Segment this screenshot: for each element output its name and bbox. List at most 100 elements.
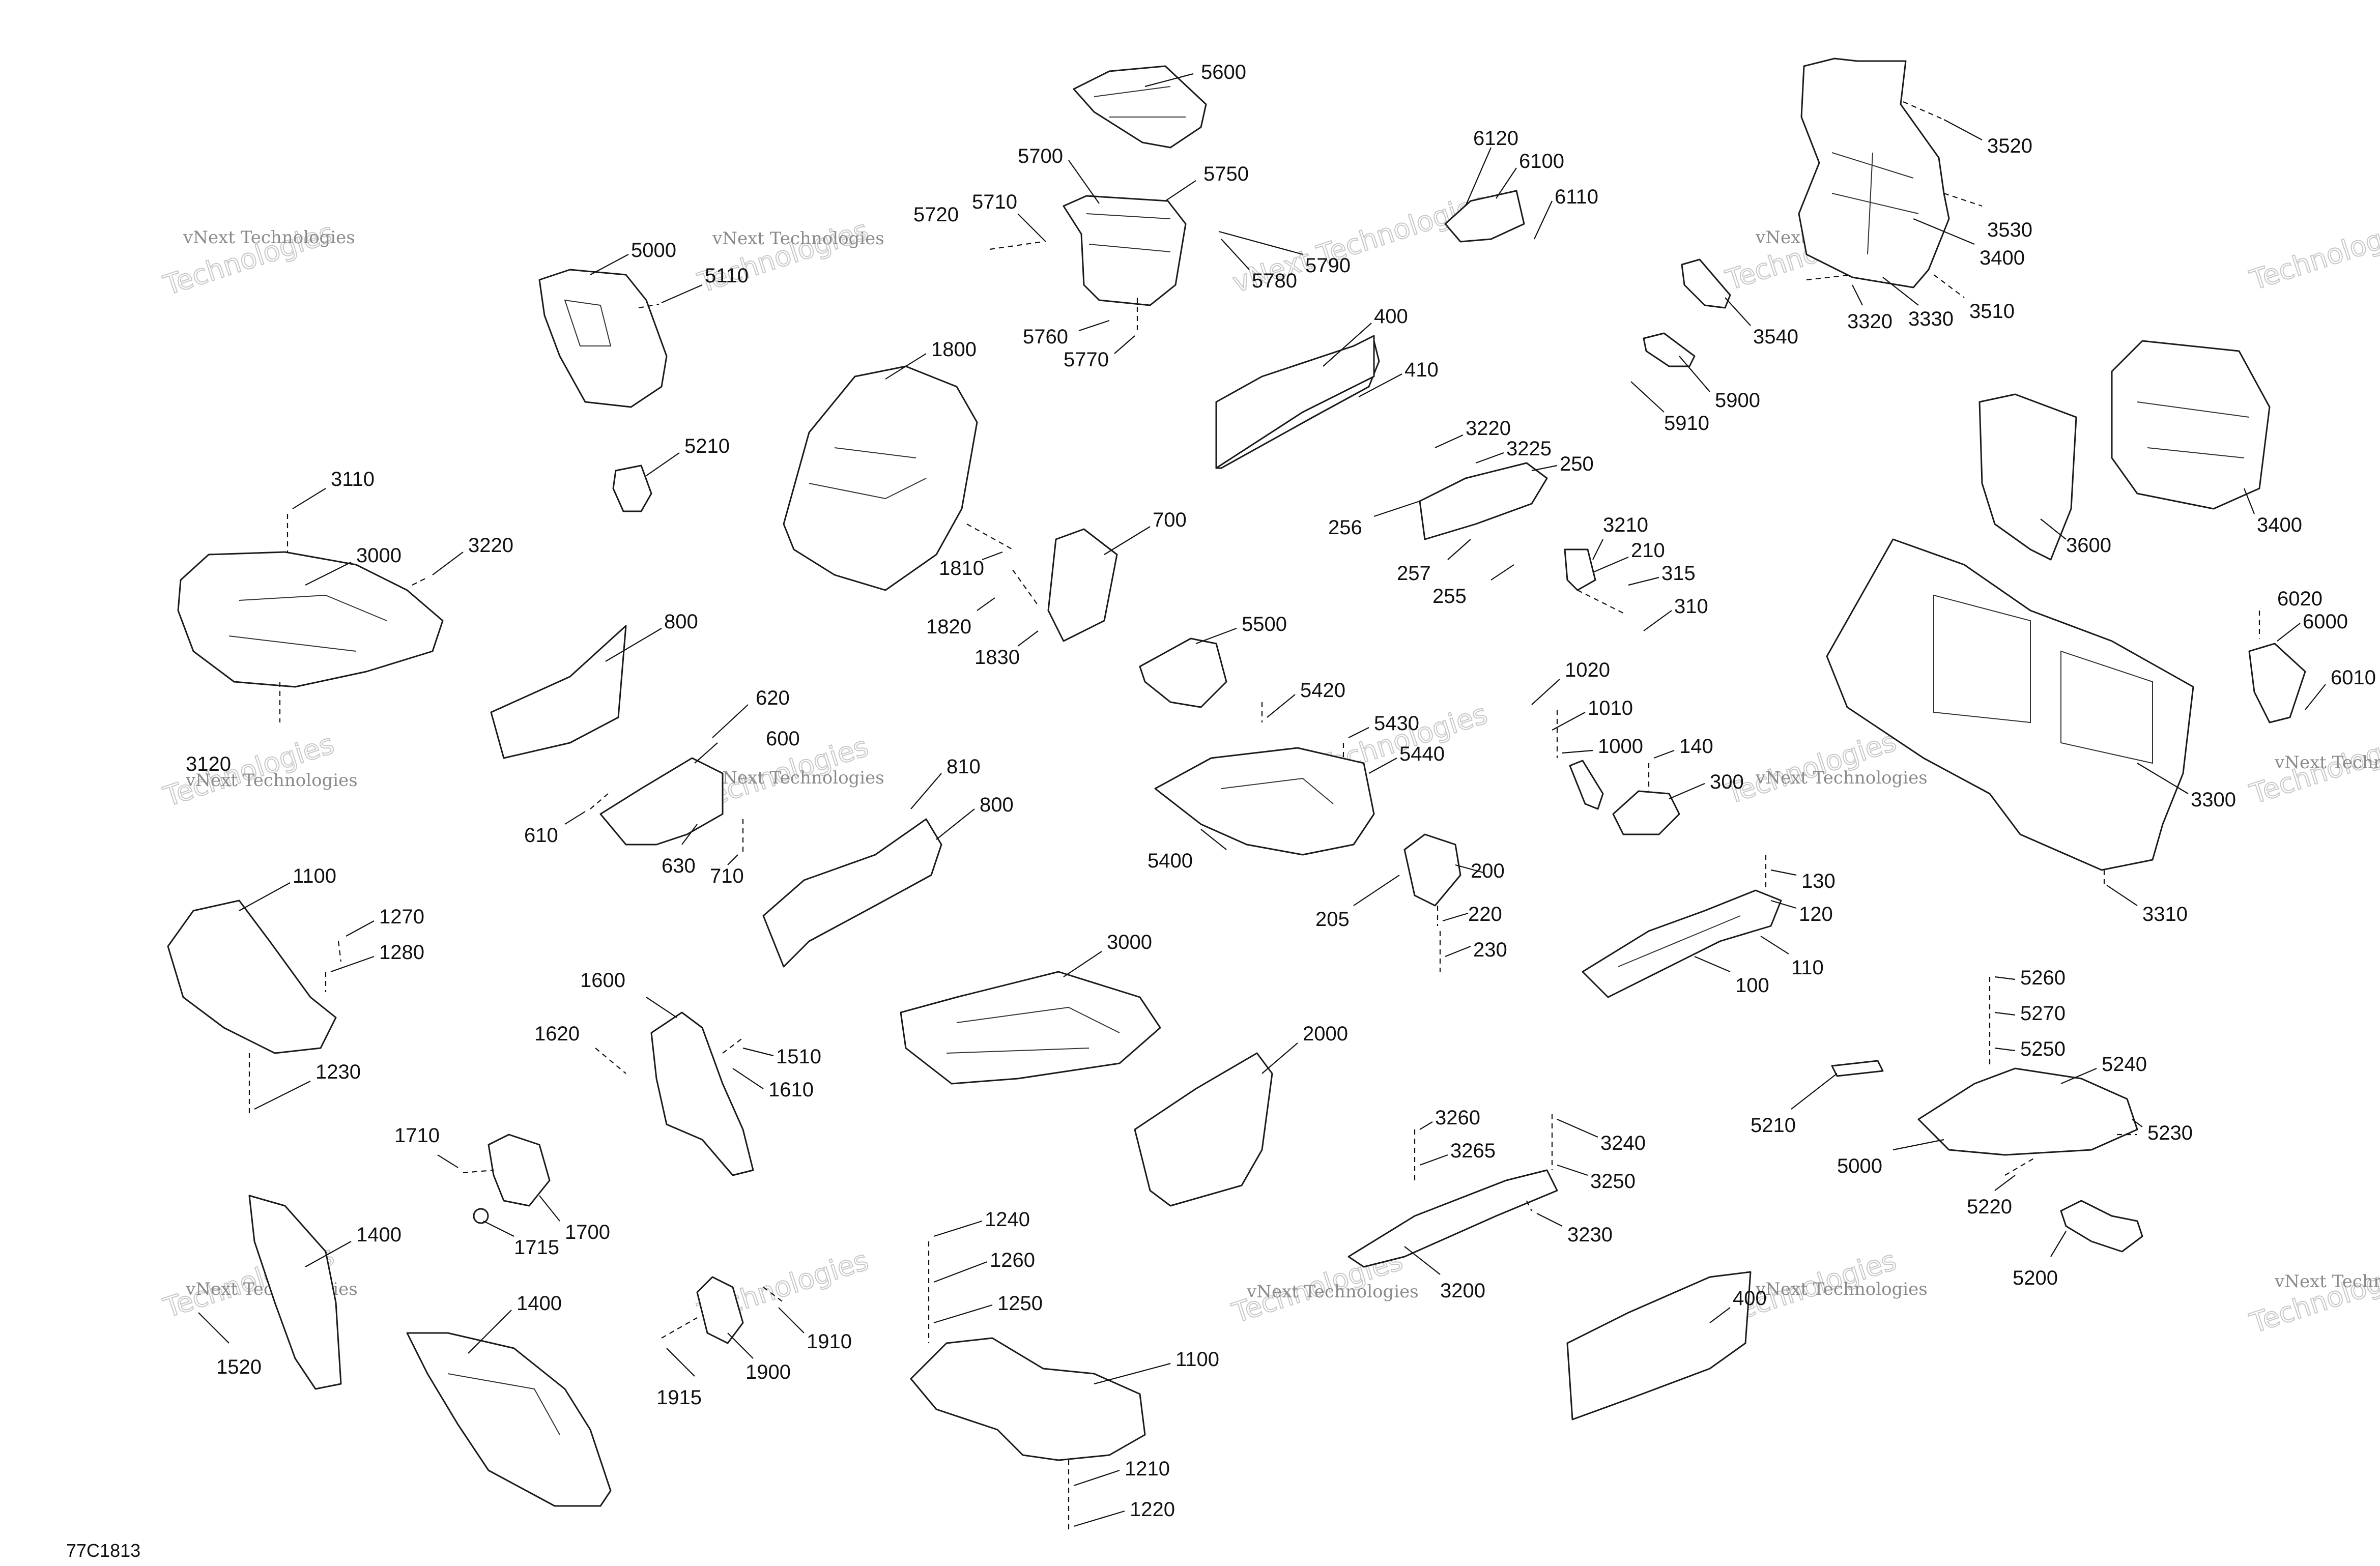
- callout-label: 600: [766, 728, 800, 750]
- callout: 3330: [1882, 277, 1954, 330]
- callout-label: 1100: [1175, 1348, 1219, 1371]
- callout-label: 3220: [468, 534, 513, 557]
- callout-label: 230: [1473, 939, 1507, 961]
- part-bracket-1600: [650, 1011, 754, 1176]
- callout: 3400: [1913, 218, 2025, 269]
- callout: 3210: [1592, 514, 1648, 560]
- callout-label: 610: [524, 824, 558, 847]
- callout-label: 3000: [1107, 931, 1152, 953]
- callout-label: 1900: [745, 1361, 791, 1383]
- callout-label: 3220: [1466, 417, 1511, 440]
- callout-label: 3330: [1908, 308, 1954, 330]
- callout: 3530: [1943, 192, 2032, 241]
- callouts: 5600 5700 5750 5720 5710 5780 5790 5760 …: [186, 61, 2376, 1531]
- callout-label: 5710: [972, 191, 1017, 213]
- callout-label: 1810: [939, 557, 984, 579]
- callout-label: 1260: [990, 1249, 1035, 1271]
- callout: 5770: [1064, 298, 1138, 371]
- watermark-word: Technologies: [2246, 1254, 2380, 1339]
- callout: 5400: [1148, 829, 1227, 872]
- callout-label: 6000: [2303, 611, 2348, 633]
- callout: 1400: [305, 1224, 402, 1267]
- part-bracket-200: [1403, 833, 1461, 907]
- callout-label: 5720: [913, 204, 959, 226]
- watermark-company: vNext Technologies: [1755, 1279, 1928, 1299]
- part-seat-base: [783, 365, 978, 591]
- part-bracket-700: [1047, 528, 1118, 642]
- callout: 3220: [1435, 417, 1511, 449]
- callout-label: 3265: [1450, 1140, 1496, 1162]
- callout-label: 1220: [1130, 1498, 1175, 1521]
- callout-label: 1520: [216, 1356, 262, 1378]
- callout-label: 5220: [1967, 1196, 2012, 1218]
- callout: 1610: [732, 1068, 814, 1101]
- callout-label: 630: [662, 855, 696, 877]
- part-upper-bracket: [1444, 190, 1525, 243]
- callout-label: 100: [1735, 974, 1769, 997]
- callout-label: 1230: [316, 1061, 361, 1083]
- callout-label: 1910: [807, 1330, 852, 1353]
- part-rear-console-cover: [1073, 65, 1207, 149]
- callout: 1000: [1556, 710, 1643, 758]
- part-bracket-1900: [696, 1276, 744, 1344]
- callout: 5240: [2060, 1053, 2147, 1085]
- callout-label: 5700: [1018, 145, 1063, 167]
- callout-label: 130: [1801, 870, 1836, 892]
- callout-label: 250: [1560, 453, 1594, 475]
- callout-label: 1600: [580, 969, 625, 992]
- callout-label: 1400: [517, 1292, 562, 1315]
- callout: 257: [1397, 539, 1471, 585]
- callout: 5230: [2117, 1119, 2193, 1144]
- callout: 6000: [2277, 611, 2348, 642]
- callout-label: 400: [1733, 1287, 1767, 1310]
- callout-label: 5780: [1252, 270, 1297, 292]
- callout: 5440: [1368, 743, 1445, 774]
- callout-label: 3200: [1440, 1280, 1485, 1302]
- callout-label: 5200: [2013, 1267, 2058, 1289]
- callout-label: 1280: [379, 941, 424, 964]
- callout-label: 700: [1153, 509, 1187, 531]
- watermark-company: vNext Technologies: [2274, 752, 2380, 773]
- callout: 3200: [1404, 1246, 1485, 1302]
- callout-label: 6100: [1519, 150, 1564, 172]
- part-console-3600: [1978, 393, 2077, 561]
- callout-label: 5210: [1751, 1114, 1796, 1137]
- callout: 5210: [1751, 1073, 1838, 1137]
- callout: 800: [936, 794, 1014, 840]
- callout: 5420: [1261, 679, 1345, 722]
- callout: 5700: [1018, 145, 1100, 204]
- callout: 220: [1437, 903, 1502, 926]
- callout-label: 5000: [1837, 1155, 1882, 1177]
- callout: 5760: [1023, 320, 1110, 348]
- callout-label: 5000: [631, 239, 676, 262]
- callout-label: 210: [1631, 539, 1665, 562]
- callout: 5270: [1994, 1002, 2066, 1025]
- callout-label: 810: [947, 756, 981, 778]
- callout: 1280: [325, 941, 424, 992]
- callout-label: 140: [1679, 735, 1713, 758]
- callout: 5910: [1630, 381, 1709, 434]
- part-foot-rest-5240: [1917, 1067, 2138, 1156]
- callout-label: 1210: [1125, 1458, 1170, 1480]
- callout: 1830: [974, 630, 1039, 669]
- callout: 5790: [1218, 230, 1351, 277]
- callout: 5250: [1994, 1038, 2066, 1060]
- callout: 5780: [1221, 239, 1297, 292]
- callout-label: 1100: [293, 865, 336, 887]
- callout-label: 1800: [931, 338, 977, 361]
- callout-label: 5240: [2102, 1053, 2147, 1076]
- callout-label: 3320: [1847, 310, 1892, 333]
- callout: 210: [1592, 539, 1665, 573]
- callout-label: 5440: [1399, 743, 1445, 765]
- part-inner-panel-1100-lower: [910, 1337, 1146, 1461]
- callout-label: 300: [1710, 771, 1744, 793]
- callout: 120: [1770, 900, 1833, 925]
- callout-label: 5600: [1201, 61, 1246, 83]
- callout-label: 1700: [565, 1221, 610, 1243]
- part-floor-tray-3000: [900, 971, 1161, 1085]
- callout-label: 1620: [534, 1023, 580, 1045]
- callout-label: 256: [1328, 516, 1362, 539]
- callout-label: 5260: [2020, 967, 2066, 989]
- callout-label: 5210: [684, 435, 730, 457]
